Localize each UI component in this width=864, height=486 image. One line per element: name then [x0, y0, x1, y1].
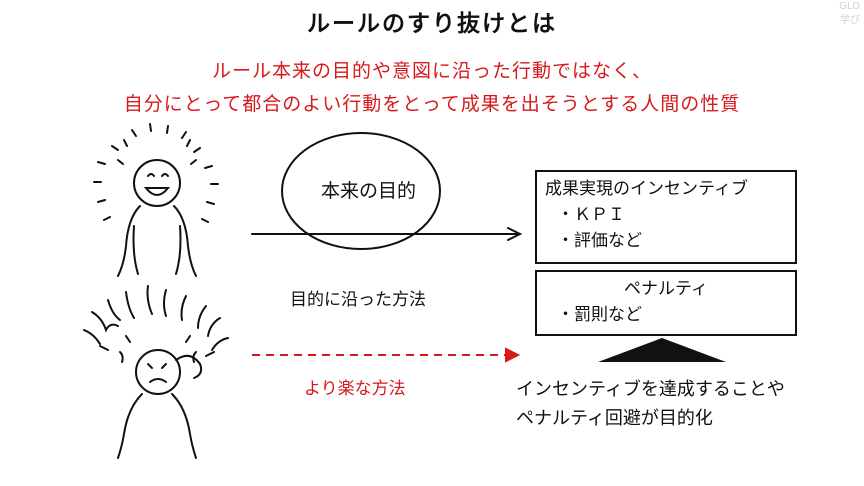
subtitle-line-1: ルール本来の目的や意図に沿った行動ではなく、	[211, 60, 652, 82]
purpose-ellipse	[281, 132, 441, 250]
arrow-right-icon	[251, 227, 523, 241]
bottom-note-line-1: インセンティブを達成することや	[516, 379, 785, 400]
penalty-box: ペナルティ ・罰則など	[535, 270, 797, 336]
subtitle-line-2: 自分にとって都合のよい行動をとって成果を出そうとする人間の性質	[123, 93, 741, 115]
dashed-arrow-icon	[252, 347, 521, 363]
proper-method-label: 目的に沿った方法	[290, 290, 426, 310]
penalty-item: ・罰則など	[557, 305, 642, 325]
incentive-box-title: 成果実現のインセンティブ	[545, 179, 748, 199]
watermark-line-1: GLO	[839, 1, 860, 12]
incentive-item: ・評価など	[557, 231, 642, 251]
triangle-pointer-icon	[598, 338, 726, 362]
incentive-item: ・ＫＰＩ	[557, 205, 625, 225]
penalty-box-title: ペナルティ	[624, 279, 708, 299]
page-title: ルールのすり抜けとは	[307, 11, 557, 37]
incentive-box: 成果実現のインセンティブ ・ＫＰＩ ・評価など	[535, 170, 797, 264]
watermark-logo: GLO 学び	[839, 0, 860, 28]
stressed-person-icon	[83, 285, 229, 459]
happy-person-icon	[93, 123, 219, 277]
easy-method-label: より楽な方法	[304, 379, 406, 399]
ellipse-label: 本来の目的	[321, 180, 417, 202]
bottom-note-line-2: ペナルティ回避が目的化	[516, 408, 713, 429]
watermark-line-2: 学び	[840, 15, 860, 26]
